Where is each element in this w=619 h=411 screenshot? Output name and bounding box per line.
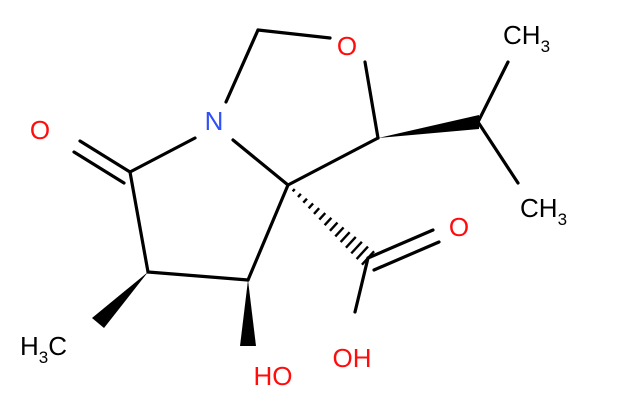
bond-n-c5	[128, 136, 197, 174]
hash-bond-segment	[297, 193, 302, 198]
hash-bond-segment	[307, 202, 314, 210]
single-bonds	[128, 28, 520, 314]
atom-o-acid-carbonyl: O	[449, 212, 469, 242]
hash-bond-c8a-cooh	[286, 183, 375, 266]
wedge-c6-ch3	[92, 272, 148, 328]
bond-c6-c7	[146, 270, 250, 282]
hash-bond-segment	[355, 245, 369, 260]
hash-bond-segment	[286, 183, 290, 187]
bond-n-c8a	[231, 138, 290, 187]
hash-bond-segment	[361, 250, 375, 266]
hash-bond-segment	[339, 231, 351, 243]
atom-ho-ring: HO	[254, 361, 293, 391]
hash-bond-segment	[345, 236, 357, 249]
atom-h3c-left: H3C	[20, 331, 67, 367]
hash-bond-segment	[318, 212, 327, 221]
atom-n-ring: N	[205, 106, 224, 136]
atom-o-ring: O	[337, 31, 357, 61]
bond-acid-co-a	[366, 228, 435, 260]
bond-ipr-ch3-top	[476, 60, 510, 124]
atom-oh-acid: OH	[333, 343, 372, 373]
wedge-c7-oh	[240, 280, 256, 346]
hash-bond-segment	[350, 240, 363, 255]
bond-cooh-oh	[353, 256, 370, 314]
wedge-bonds	[92, 115, 479, 346]
wedge-c1-ipr	[378, 115, 479, 138]
hash-bond-segment	[329, 221, 339, 232]
hash-bond-segment	[302, 197, 308, 204]
bond-ketone-a	[78, 139, 132, 174]
atom-ch3-top: CH3	[503, 20, 550, 56]
bond-o-c1	[363, 60, 380, 140]
bond-ch2-o	[256, 28, 332, 40]
hash-bond-segment	[291, 188, 296, 193]
hash-bond-segment	[313, 207, 321, 215]
atom-ch3-right: CH3	[520, 193, 567, 229]
atom-o-ketone: O	[30, 115, 50, 145]
bond-ipr-ch3-right	[476, 120, 520, 185]
double-bonds	[72, 139, 441, 272]
bond-ch2-n	[224, 28, 260, 104]
hash-bond-segment	[334, 226, 345, 238]
bond-ketone-b	[72, 150, 126, 185]
bond-c7-c8a	[246, 183, 290, 282]
bond-c5-c6	[128, 170, 150, 274]
bond-acid-co-b	[372, 240, 441, 272]
bond-c1-c8a	[286, 136, 380, 187]
hash-bond-segment	[323, 216, 333, 227]
